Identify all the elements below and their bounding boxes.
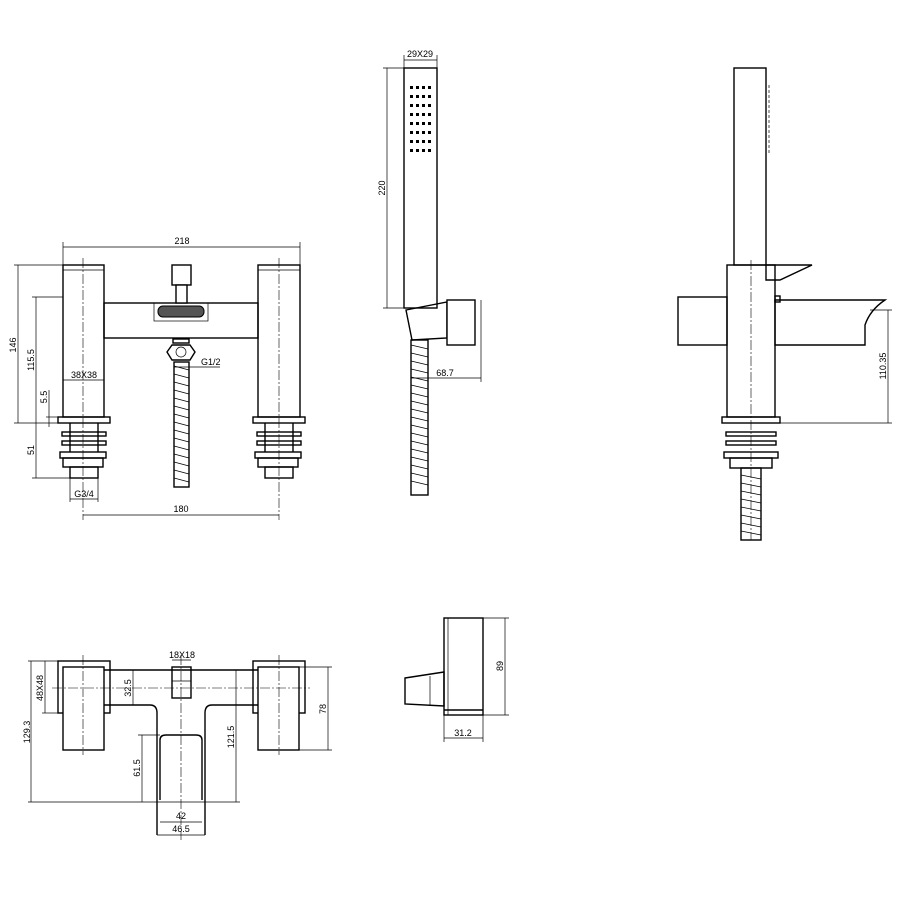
dim-head-length: 220: [377, 180, 387, 195]
dim-side-spout-height: 110.35: [878, 353, 888, 380]
dim-centres: 180: [173, 504, 188, 514]
diverter-knob: [153, 264, 209, 322]
dim-bar-depth: 32.5: [123, 679, 133, 697]
dim-spout-reach: 121.5: [226, 726, 236, 749]
wall-bracket: [405, 299, 476, 346]
dim-diverter-size: 18X18: [169, 650, 195, 660]
dim-bracket-depth: 31.2: [454, 728, 472, 738]
dim-bracket-height: 89: [495, 661, 505, 671]
left-base: [57, 416, 111, 479]
dim-spout-outer-width: 46.5: [172, 824, 190, 834]
dim-overall-depth: 129.3: [22, 721, 32, 744]
dim-hose-thread: G1/2: [201, 357, 221, 367]
hose: [173, 361, 190, 488]
shower-head: [403, 67, 438, 309]
right-pillar: [257, 258, 301, 520]
nozzle-grid: [410, 86, 431, 152]
dim-spout-projection: 61.5: [132, 759, 142, 777]
dim-head-size: 29X29: [407, 49, 433, 59]
side-view: 110.35: [677, 67, 892, 541]
hose-connector: [166, 338, 196, 361]
dim-pillar-size: 38X38: [71, 370, 97, 380]
dim-handle-size: 48X48: [35, 675, 45, 701]
dim-overall-width: 218: [174, 236, 189, 246]
dim-overall-height: 146: [8, 337, 18, 352]
dim-tail-thread: G3/4: [74, 489, 94, 499]
dim-tail-length: 51: [26, 445, 36, 455]
dim-handle-depth: 78: [318, 704, 328, 714]
top-view: 18X18 48X48 129.3 32.5 61.5 121.5 78 42 …: [22, 650, 332, 840]
dim-spout-inner-width: 42: [176, 811, 186, 821]
front-view: 218: [8, 236, 306, 520]
dim-bracket-projection: 68.7: [436, 368, 454, 378]
hand-shower-view: 29X29 220 68.7: [377, 49, 482, 496]
dim-plate-thickness: 5.5: [39, 391, 49, 404]
bracket-view: 89 31.2: [404, 617, 509, 742]
dim-spout-height: 115.5: [26, 349, 36, 371]
right-base: [252, 416, 306, 479]
shower-hose: [410, 339, 429, 496]
